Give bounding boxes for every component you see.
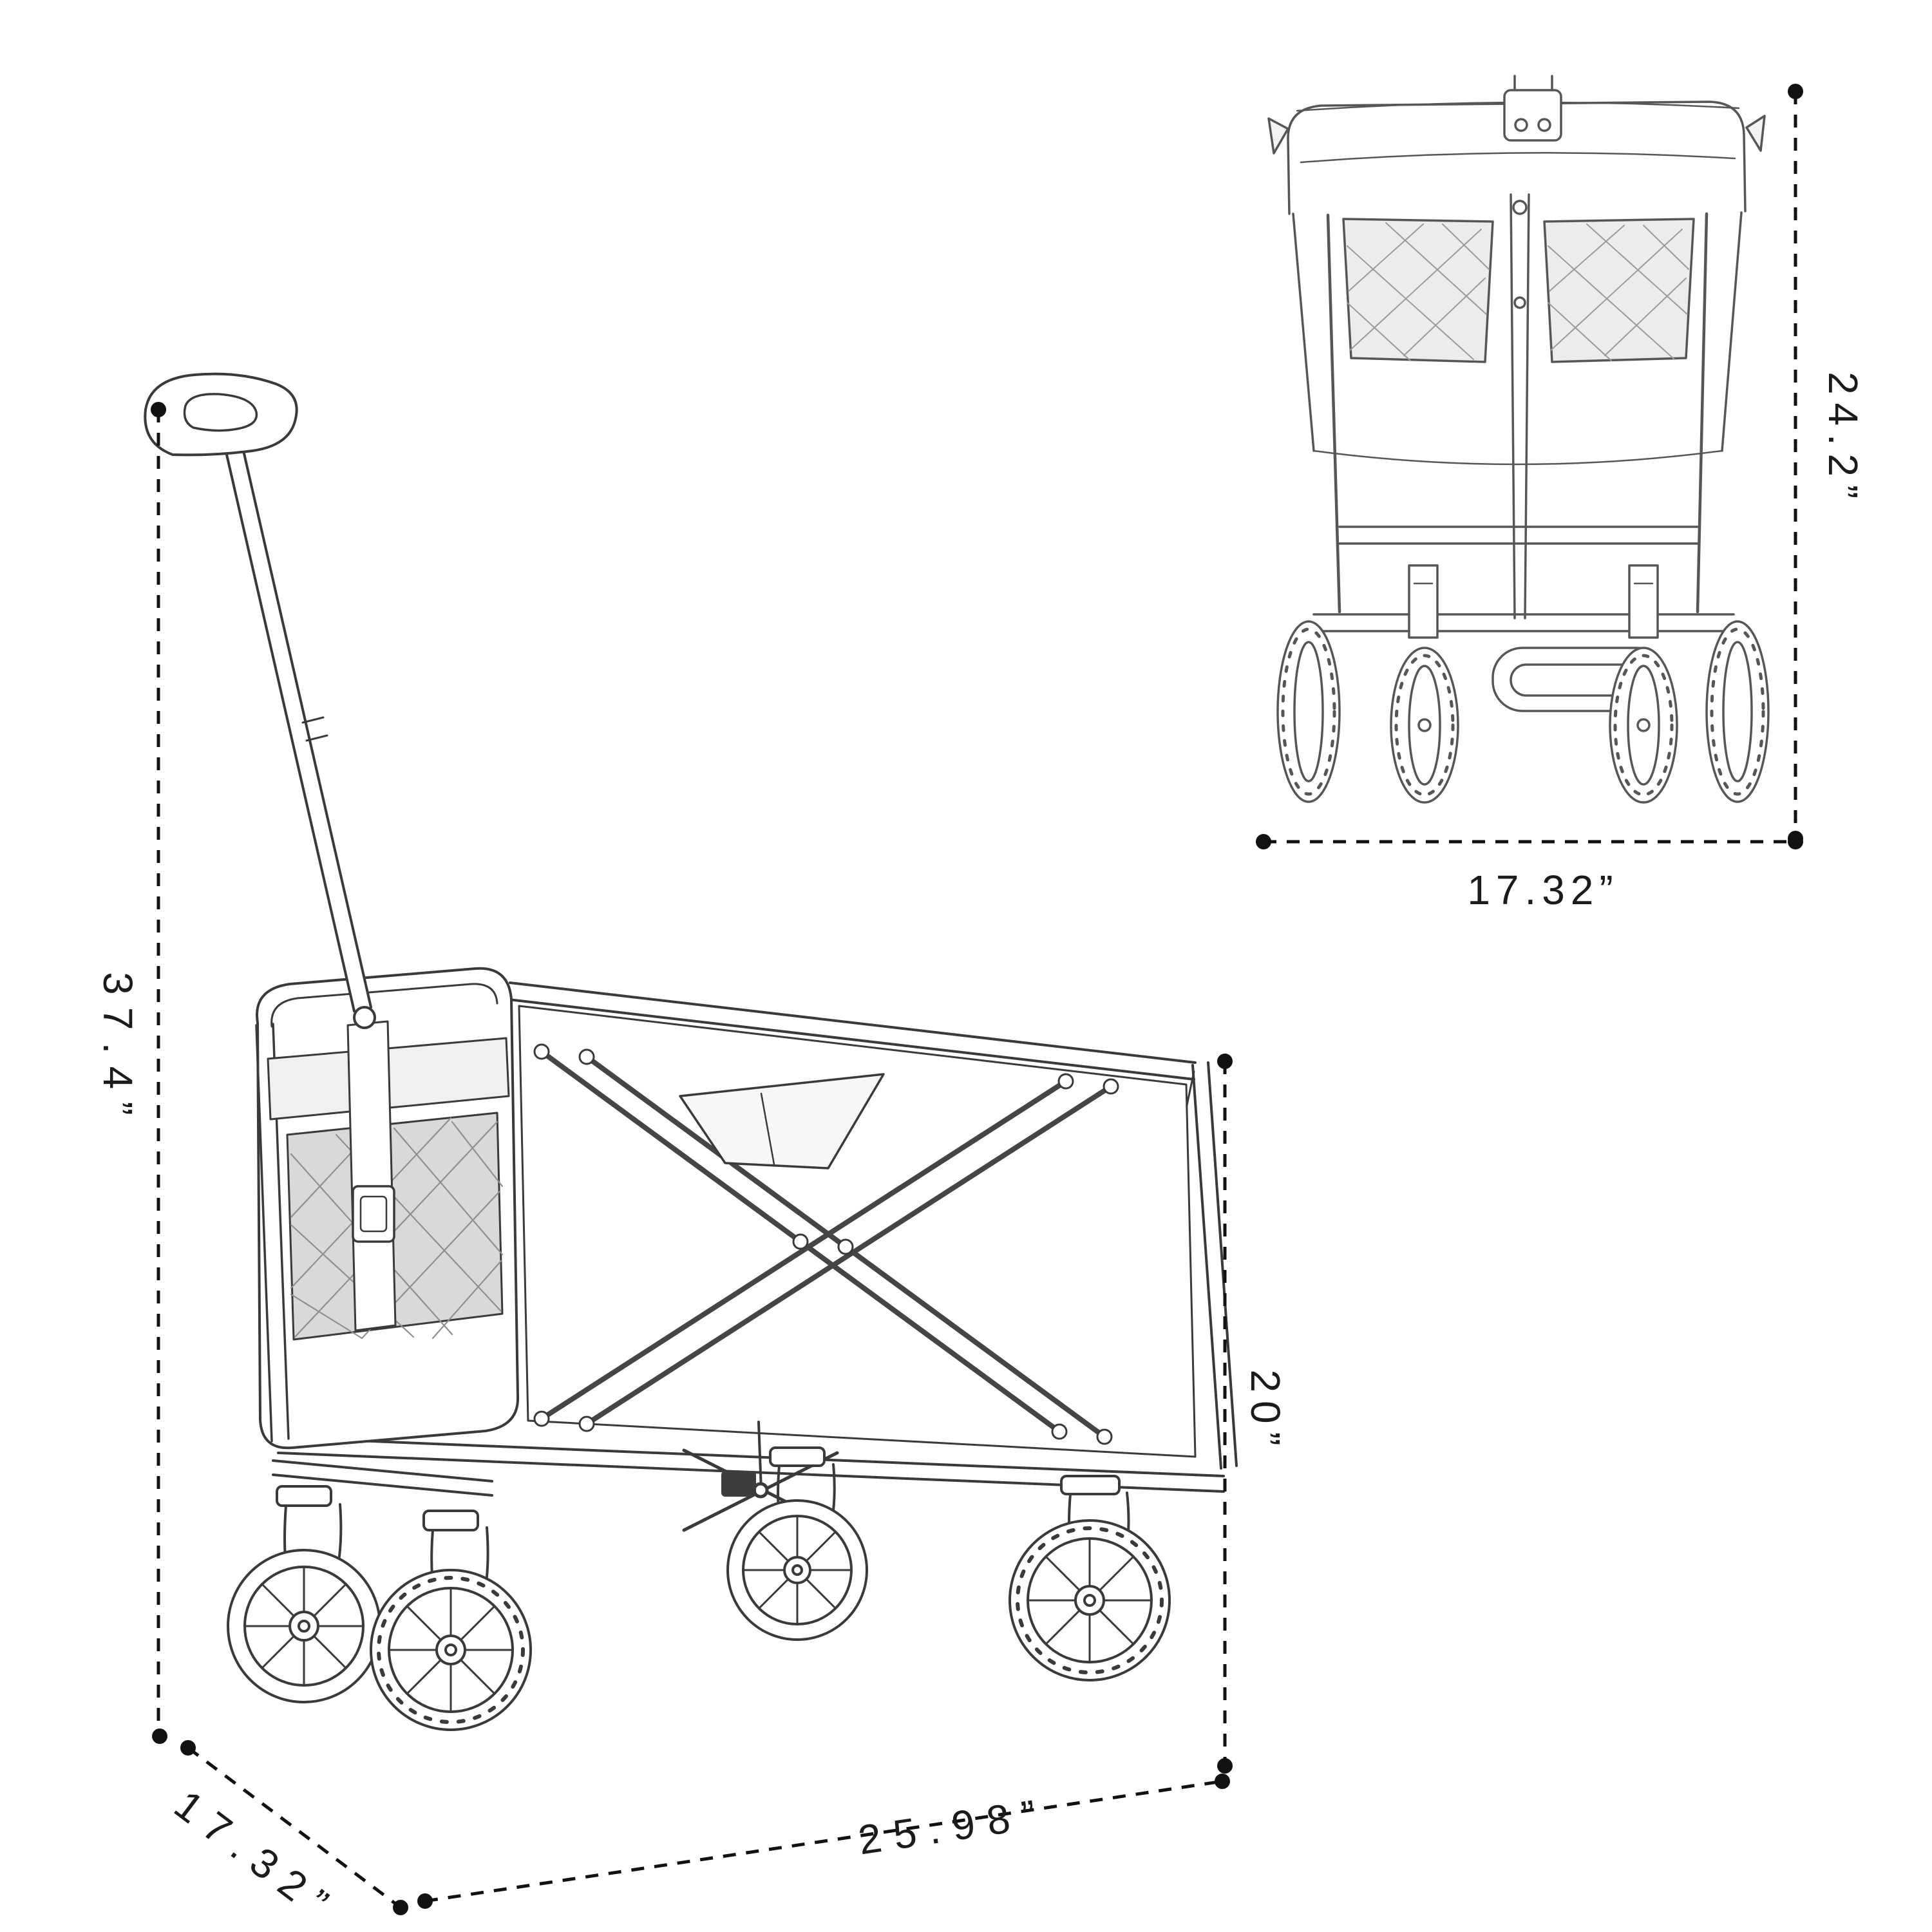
dim-line-depth: [180, 1740, 408, 1915]
side-x-rivets: [533, 1043, 1119, 1445]
dim-line-body-height: [1217, 1054, 1233, 1774]
dim-label-front-height: 24.2”: [1820, 372, 1866, 507]
front-panel: [255, 967, 520, 1450]
dim-label-handle-height: 37.4”: [95, 972, 141, 1128]
front-right-mesh-pocket: [1543, 218, 1695, 363]
rear-wheel: [1009, 1475, 1171, 1681]
dim-line-length: [417, 1774, 1230, 1909]
front-caster-wheel-left: [1390, 647, 1459, 804]
pull-handle: [144, 372, 376, 1029]
dim-label-front-width: 17.32”: [1467, 867, 1619, 913]
side-view-drawing: [144, 372, 1238, 1731]
dim-line-front-width: [1256, 834, 1803, 849]
dim-line-handle-height: [151, 402, 167, 1744]
fabric-flap: [679, 1073, 885, 1170]
front-caster-wheel-a: [227, 1485, 381, 1703]
front-view-drawing: [1267, 75, 1770, 804]
front-outer-wheel-right: [1705, 620, 1770, 803]
dim-label-body-height: 20”: [1242, 1369, 1289, 1454]
dim-line-front-height: [1788, 84, 1803, 846]
front-caster-wheel-right: [1609, 647, 1678, 804]
middle-wheel: [726, 1446, 868, 1641]
front-left-mesh-pocket: [1342, 218, 1494, 363]
front-caster-wheel-b: [370, 1510, 532, 1731]
front-outer-wheel-left: [1276, 620, 1341, 803]
